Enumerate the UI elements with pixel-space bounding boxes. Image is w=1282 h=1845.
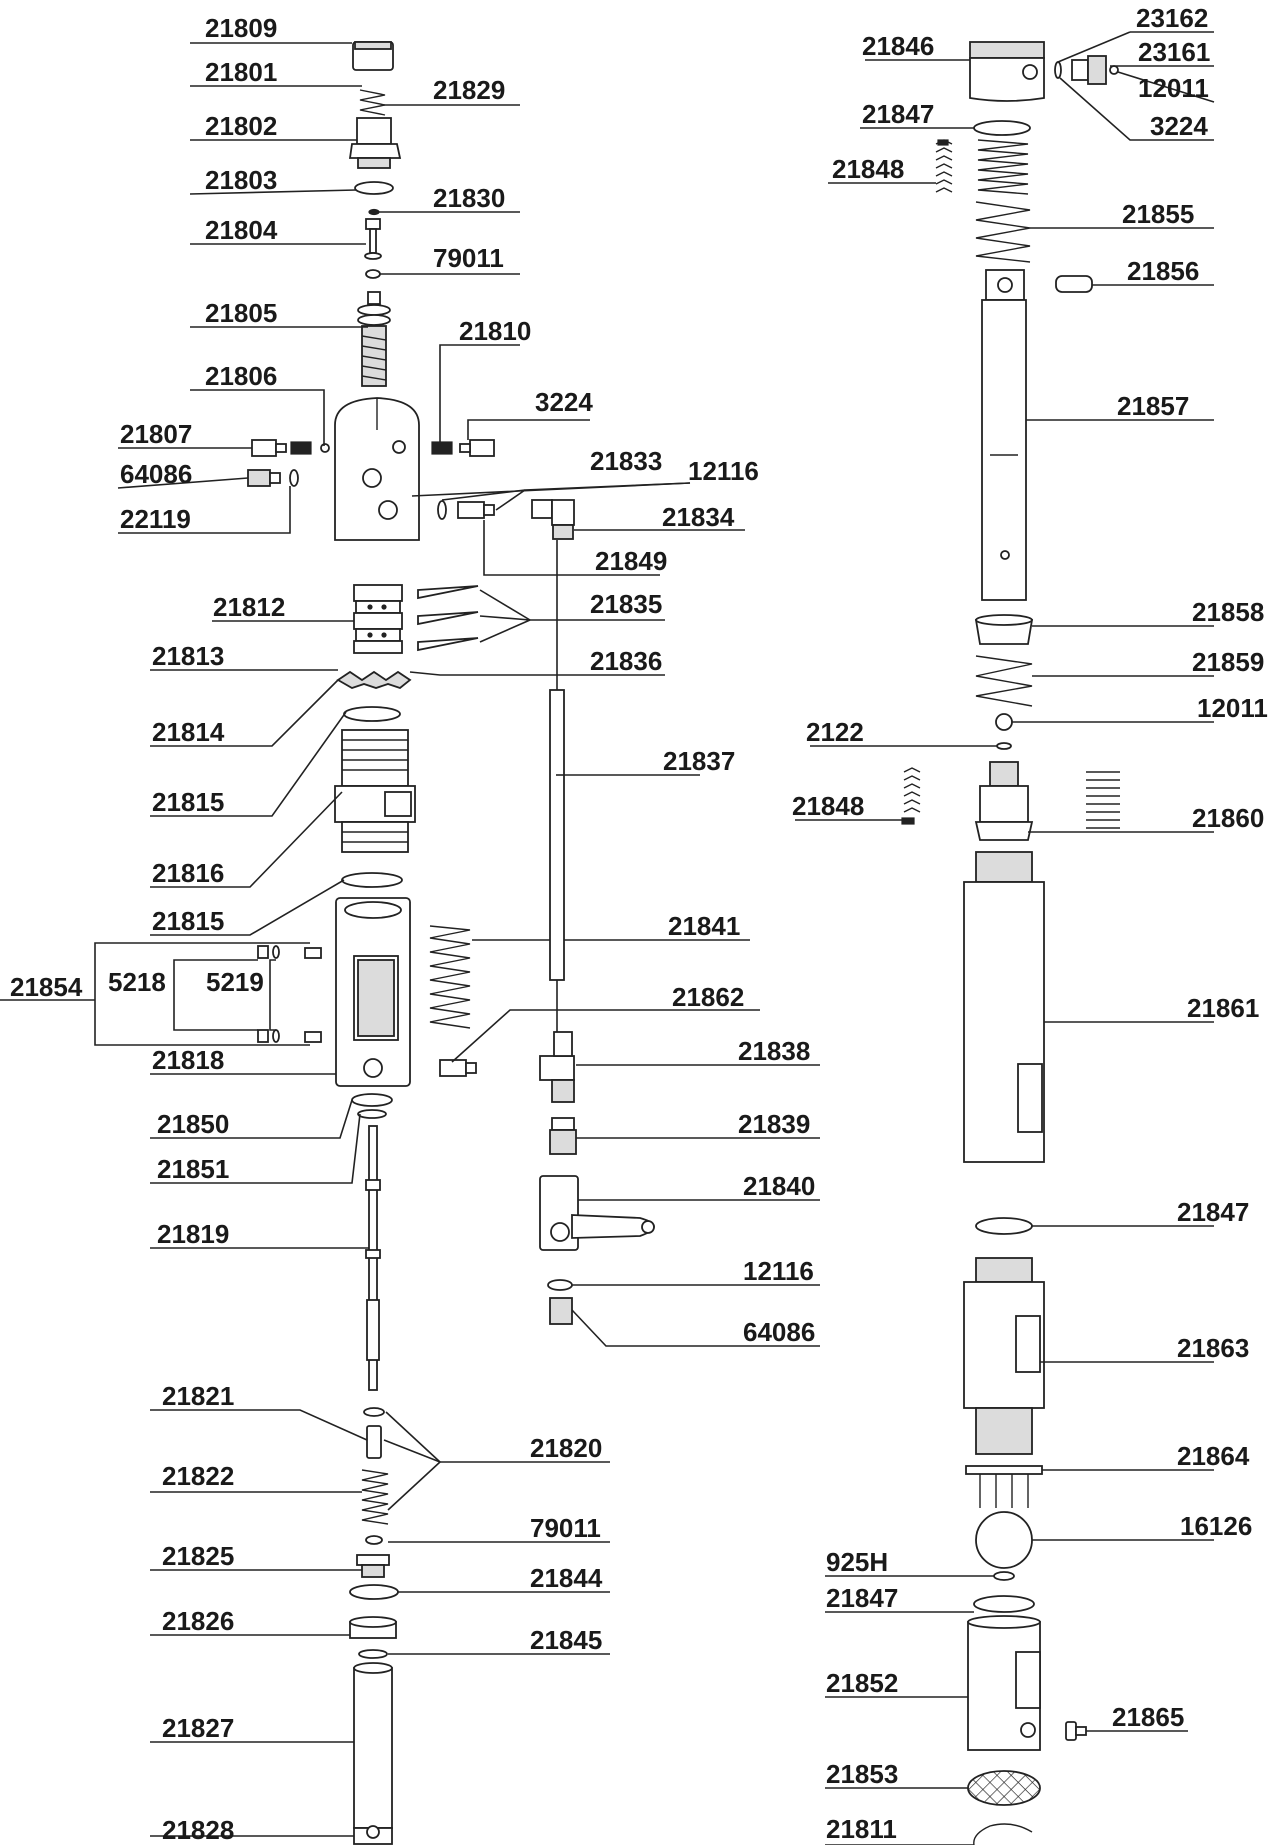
label-21848: 21848 — [792, 791, 864, 821]
label-21819: 21819 — [157, 1219, 229, 1249]
label-21848: 21848 — [832, 154, 904, 184]
label-12011: 12011 — [1197, 693, 1268, 723]
label-23161: 23161 — [1138, 37, 1210, 67]
part-labels: 21809 21801 21829 21802 21803 21830 2180… — [10, 3, 1268, 1845]
label-23162: 23162 — [1136, 3, 1208, 33]
label-21810: 21810 — [459, 316, 531, 346]
label-21863: 21863 — [1177, 1333, 1249, 1363]
label-21838: 21838 — [738, 1036, 810, 1066]
label-21859: 21859 — [1192, 647, 1264, 677]
label-21850: 21850 — [157, 1109, 229, 1139]
label-21813: 21813 — [152, 641, 224, 671]
label-21854: 21854 — [10, 972, 83, 1002]
label-21830: 21830 — [433, 183, 505, 213]
label-21822: 21822 — [162, 1461, 234, 1491]
label-21818: 21818 — [152, 1045, 224, 1075]
label-12116: 12116 — [743, 1256, 814, 1286]
label-21837: 21837 — [663, 746, 735, 776]
label-21860: 21860 — [1192, 803, 1264, 833]
label-79011: 79011 — [530, 1513, 601, 1543]
label-21801: 21801 — [205, 57, 277, 87]
label-21844: 21844 — [530, 1563, 603, 1593]
label-21815: 21815 — [152, 787, 224, 817]
label-21805: 21805 — [205, 298, 277, 328]
label-21802: 21802 — [205, 111, 277, 141]
label-21858: 21858 — [1192, 597, 1264, 627]
right-assembly-parts — [901, 41, 1120, 1845]
label-3224: 3224 — [1150, 111, 1208, 141]
label-21852: 21852 — [826, 1668, 898, 1698]
leader-lines — [0, 31, 1215, 1845]
label-21849: 21849 — [595, 546, 667, 576]
label-21856: 21856 — [1127, 256, 1199, 286]
label-21835: 21835 — [590, 589, 662, 619]
label-925H: 925H — [826, 1547, 888, 1577]
label-64086: 64086 — [743, 1317, 815, 1347]
label-21825: 21825 — [162, 1541, 234, 1571]
label-21840: 21840 — [743, 1171, 815, 1201]
label-21820: 21820 — [530, 1433, 602, 1463]
label-21806: 21806 — [205, 361, 277, 391]
label-21839: 21839 — [738, 1109, 810, 1139]
label-21851: 21851 — [157, 1154, 229, 1184]
label-21834: 21834 — [662, 502, 735, 532]
label-21862: 21862 — [672, 982, 744, 1012]
label-2122: 2122 — [806, 717, 864, 747]
label-12116: 12116 — [688, 456, 759, 486]
label-21829: 21829 — [433, 75, 505, 105]
label-5219: 5219 — [206, 967, 264, 997]
label-21814: 21814 — [152, 717, 225, 747]
label-21828: 21828 — [162, 1815, 234, 1845]
label-21827: 21827 — [162, 1713, 234, 1743]
label-3224: 3224 — [535, 387, 593, 417]
label-21836: 21836 — [590, 646, 662, 676]
label-21841: 21841 — [668, 911, 740, 941]
label-21864: 21864 — [1177, 1441, 1250, 1471]
label-21803: 21803 — [205, 165, 277, 195]
label-16126: 16126 — [1180, 1511, 1252, 1541]
label-21815: 21815 — [152, 906, 224, 936]
label-21807: 21807 — [120, 419, 192, 449]
label-21804: 21804 — [205, 215, 278, 245]
label-64086: 64086 — [120, 459, 192, 489]
label-21821: 21821 — [162, 1381, 234, 1411]
label-21855: 21855 — [1122, 199, 1194, 229]
label-79011: 79011 — [433, 243, 504, 273]
label-21845: 21845 — [530, 1625, 602, 1655]
label-21847: 21847 — [1177, 1197, 1249, 1227]
label-21861: 21861 — [1187, 993, 1259, 1023]
label-21847: 21847 — [862, 99, 934, 129]
label-21833: 21833 — [590, 446, 662, 476]
label-21865: 21865 — [1112, 1702, 1184, 1732]
label-22119: 22119 — [120, 504, 191, 534]
left-assembly-parts — [247, 41, 655, 1845]
label-12011: 12011 — [1138, 73, 1209, 103]
label-5218: 5218 — [108, 967, 166, 997]
label-21826: 21826 — [162, 1606, 234, 1636]
label-21846: 21846 — [862, 31, 934, 61]
label-21853: 21853 — [826, 1759, 898, 1789]
label-21812: 21812 — [213, 592, 285, 622]
label-21809: 21809 — [205, 13, 277, 43]
label-21857: 21857 — [1117, 391, 1189, 421]
label-21816: 21816 — [152, 858, 224, 888]
label-21847: 21847 — [826, 1583, 898, 1613]
label-21811: 21811 — [826, 1814, 897, 1844]
